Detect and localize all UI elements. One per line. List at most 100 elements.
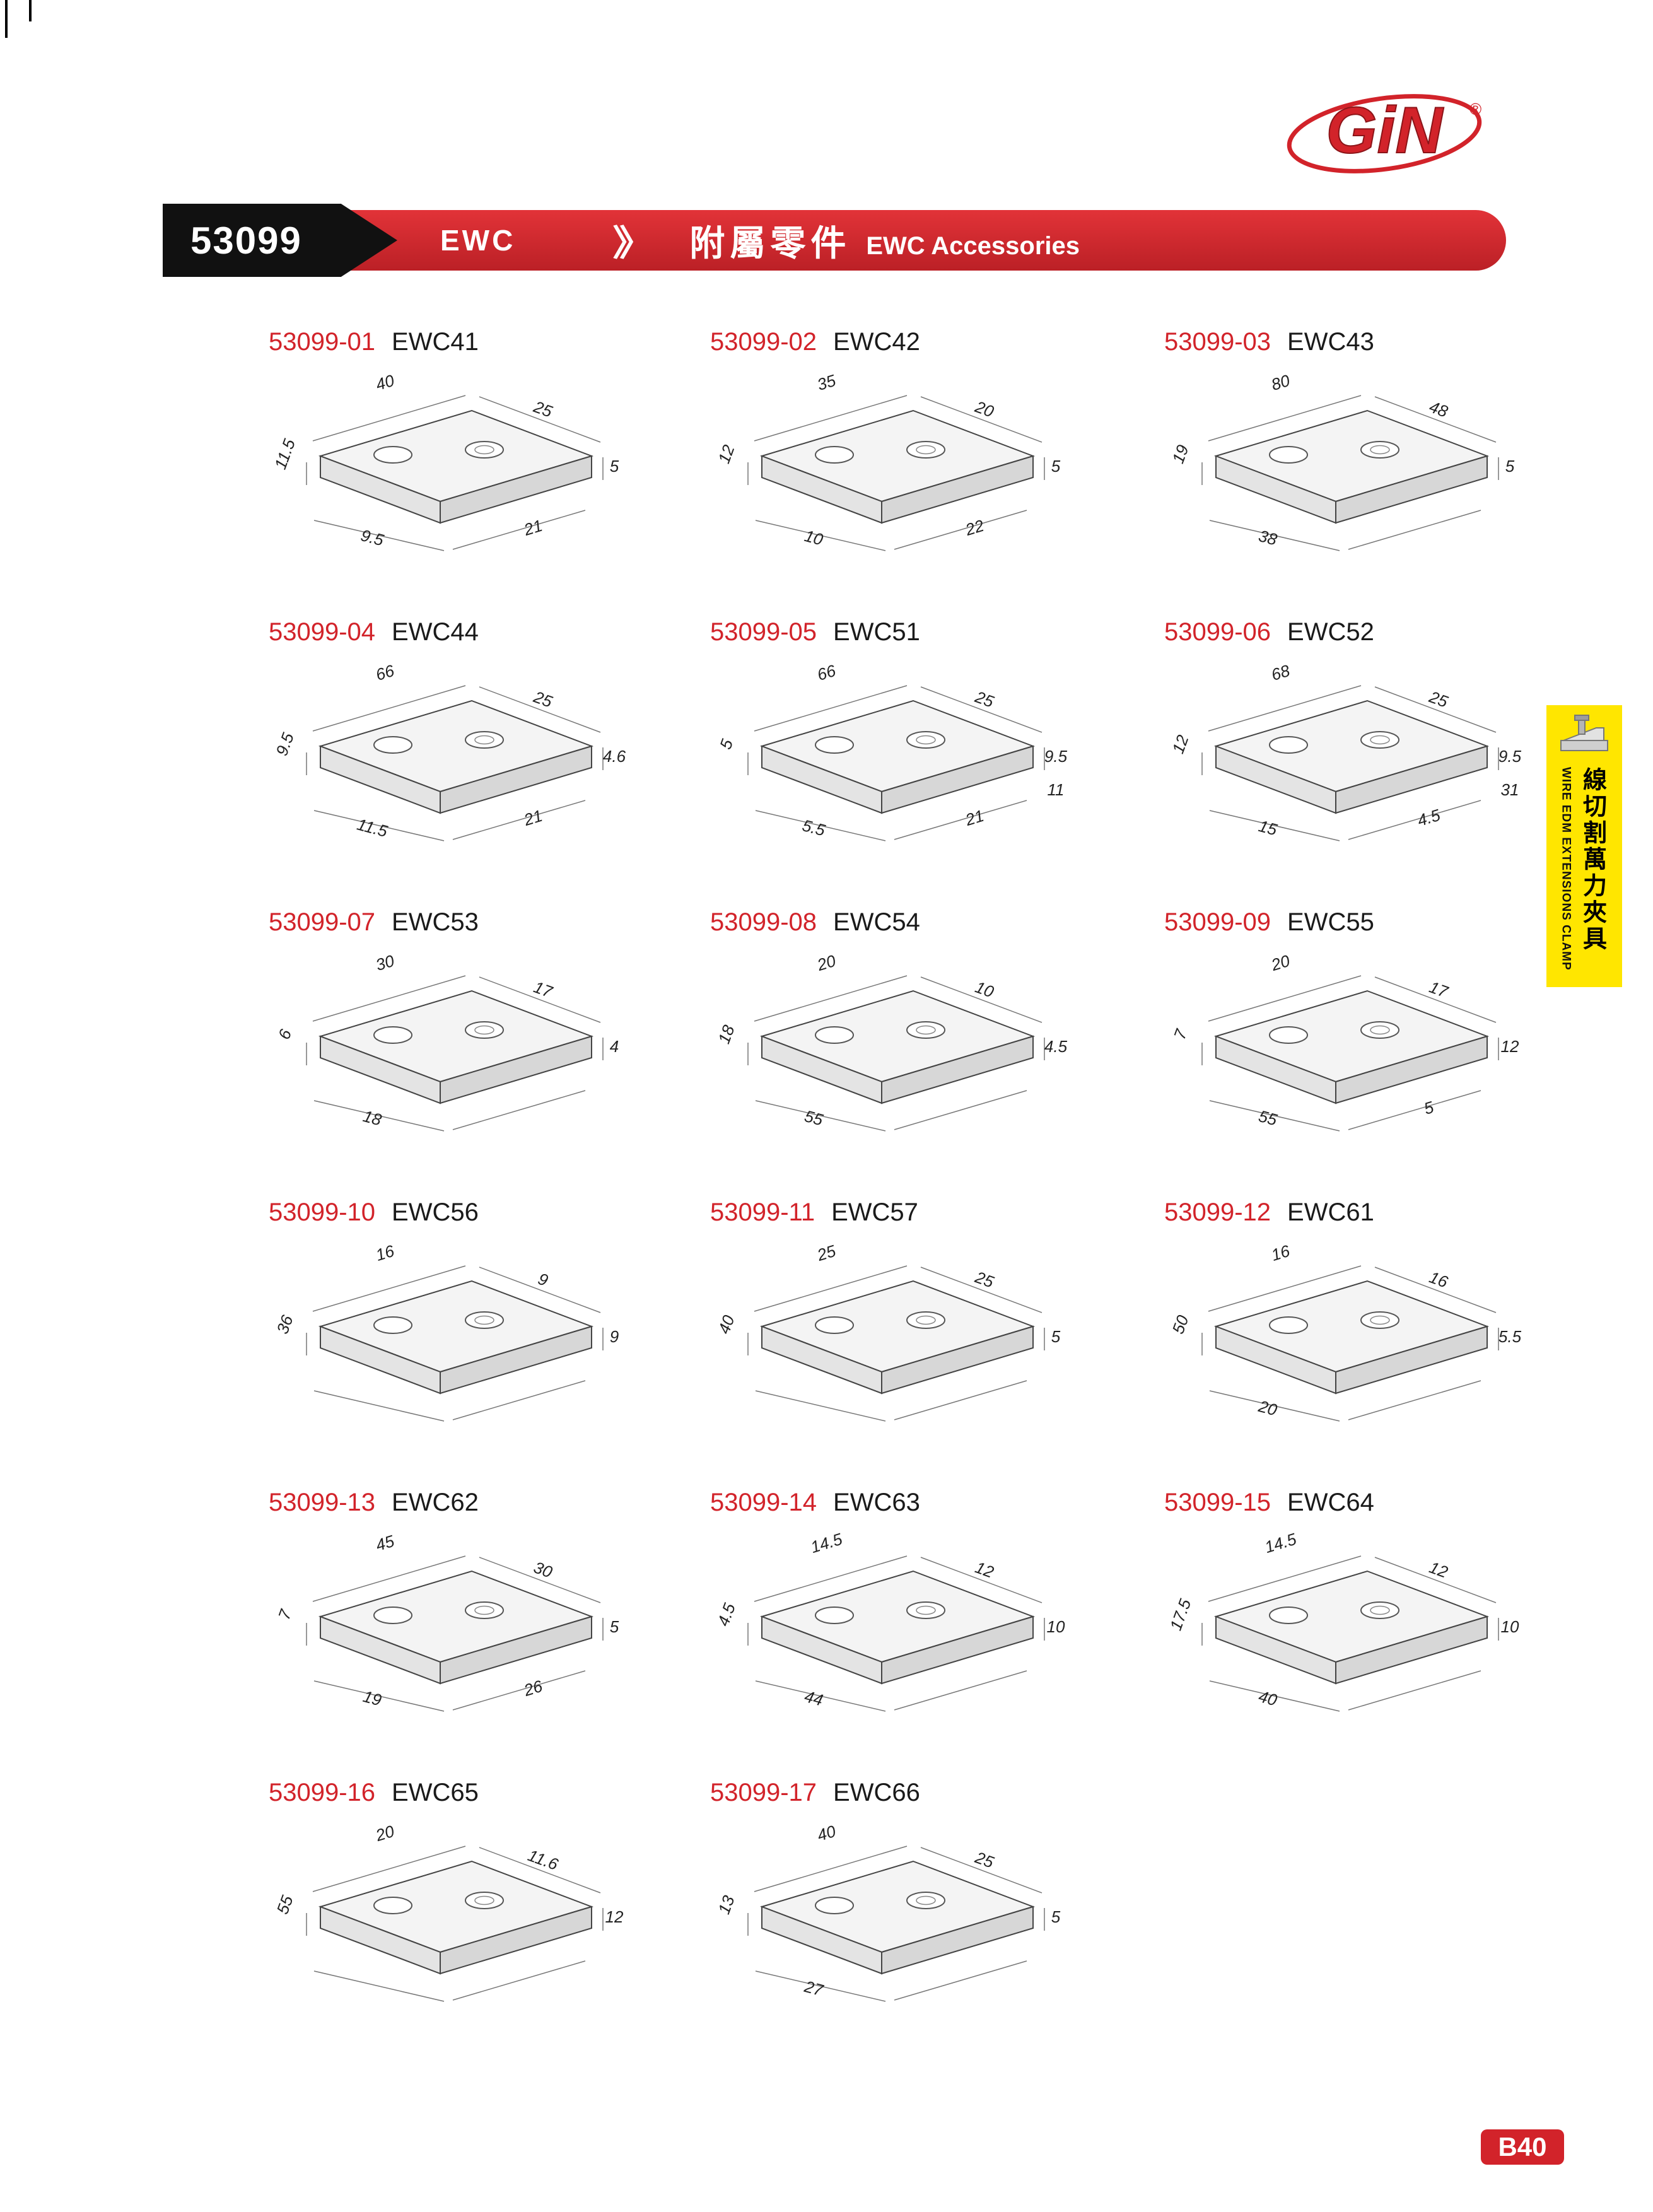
dimension-label: 25 [814, 1241, 838, 1265]
item-part-number: 53099-15 [1164, 1489, 1271, 1516]
item-model-name: EWC44 [392, 618, 479, 646]
dimension-label: 4.6 [603, 747, 626, 766]
dimension-label: 17.5 [1166, 1596, 1195, 1633]
dimension-label: 5 [1051, 457, 1061, 476]
item-part-number: 53099-13 [269, 1489, 376, 1516]
item-header: 53099-11 EWC57 [699, 1198, 1153, 1227]
dimension-label: 5 [610, 457, 619, 476]
dimension-label: 10 [1501, 1617, 1519, 1636]
dimension-label: 12 [1169, 732, 1193, 756]
dimension-label: 7 [1170, 1026, 1191, 1042]
section-title-en: EWC Accessories [866, 231, 1080, 260]
dimension-label: 20 [373, 1822, 397, 1846]
dimension-label: 11.5 [271, 436, 299, 472]
item-part-number: 53099-17 [710, 1779, 817, 1806]
dimension-label: 5.5 [800, 816, 827, 840]
dimension-label: 9 [610, 1327, 619, 1346]
dimension-label: 11 [1048, 780, 1065, 799]
dimension-label: 4.5 [713, 1600, 739, 1629]
dimension-label: 35 [815, 371, 838, 394]
item-part-number: 53099-11 [710, 1198, 815, 1226]
dimension-label: 55 [273, 1893, 297, 1917]
item-part-number: 53099-10 [269, 1198, 376, 1226]
dimension-label: 4.5 [1415, 805, 1443, 830]
item-part-number: 53099-12 [1164, 1198, 1271, 1226]
dimension-label: 50 [1169, 1313, 1193, 1337]
dimension-label: 11.5 [355, 815, 390, 841]
dimension-label: 11.6 [525, 1846, 561, 1874]
item-model-name: EWC62 [392, 1489, 479, 1516]
side-tab: WIRE EDM EXTENSIONS CLAMP 線切割萬力夾具 [1546, 705, 1622, 987]
brand-logo-graphic: GiN ® [1287, 93, 1482, 173]
dimension-label: 16 [1269, 1241, 1292, 1265]
dimension-label: 14.5 [1263, 1529, 1299, 1557]
dimension-label: 21 [521, 806, 544, 829]
brand-logo: GiN ® [1280, 82, 1495, 183]
dimension-label: 19 [361, 1687, 383, 1709]
dimension-label: 15 [1256, 816, 1279, 840]
dimension-label: 36 [273, 1313, 297, 1337]
dimension-label: 5 [1051, 1907, 1061, 1926]
section-code: 53099 [190, 219, 302, 262]
dimension-label: 40 [1256, 1687, 1279, 1710]
clamp-icon [1560, 715, 1608, 751]
item-model-name: EWC65 [392, 1779, 479, 1806]
item-part-number: 53099-09 [1164, 908, 1271, 936]
item-model-name: EWC55 [1287, 908, 1374, 936]
item-model-name: EWC53 [392, 908, 479, 936]
dimension-label: 9.5 [359, 525, 386, 549]
dimension-label: 20 [1268, 951, 1292, 975]
item-part-number: 53099-01 [269, 328, 376, 356]
dimension-label: 20 [1256, 1396, 1280, 1420]
dimension-label: 9.5 [1498, 747, 1522, 766]
dimension-label: 66 [815, 661, 838, 684]
item-part-number: 53099-04 [269, 618, 376, 646]
dimension-label: 14.5 [809, 1529, 845, 1557]
dimension-label: 45 [373, 1531, 397, 1555]
dimension-label: 30 [373, 951, 397, 974]
dimension-label: 40 [373, 371, 397, 394]
dimension-label: 68 [1269, 661, 1292, 684]
item-part-number: 53099-16 [269, 1779, 376, 1806]
registered-mark: ® [1469, 100, 1481, 119]
dimension-label: 12 [715, 442, 739, 466]
series-label: EWC [440, 224, 516, 257]
dimension-label: 40 [815, 1822, 838, 1845]
item-model-name: EWC63 [833, 1489, 920, 1516]
item-part-number: 53099-06 [1164, 618, 1271, 646]
item-model-name: EWC57 [831, 1198, 918, 1226]
dimension-label: 21 [521, 516, 544, 539]
side-tab-label-en: WIRE EDM EXTENSIONS CLAMP [1559, 767, 1573, 971]
item-part-number: 53099-05 [710, 618, 817, 646]
chevron-icon: 》 [612, 223, 655, 263]
print-mark [29, 0, 32, 21]
dimension-label: 4 [610, 1037, 619, 1056]
dimension-label: 44 [802, 1687, 825, 1709]
dimension-label: 9.5 [1044, 747, 1068, 766]
side-tab-texts: WIRE EDM EXTENSIONS CLAMP 線切割萬力夾具 [1559, 767, 1610, 971]
item-model-name: EWC56 [392, 1198, 479, 1226]
item-model-name: EWC43 [1287, 328, 1374, 356]
item-model-name: EWC66 [833, 1779, 920, 1806]
logo-swoosh [1287, 94, 1482, 173]
page-number-badge: B40 [1481, 2129, 1564, 2165]
